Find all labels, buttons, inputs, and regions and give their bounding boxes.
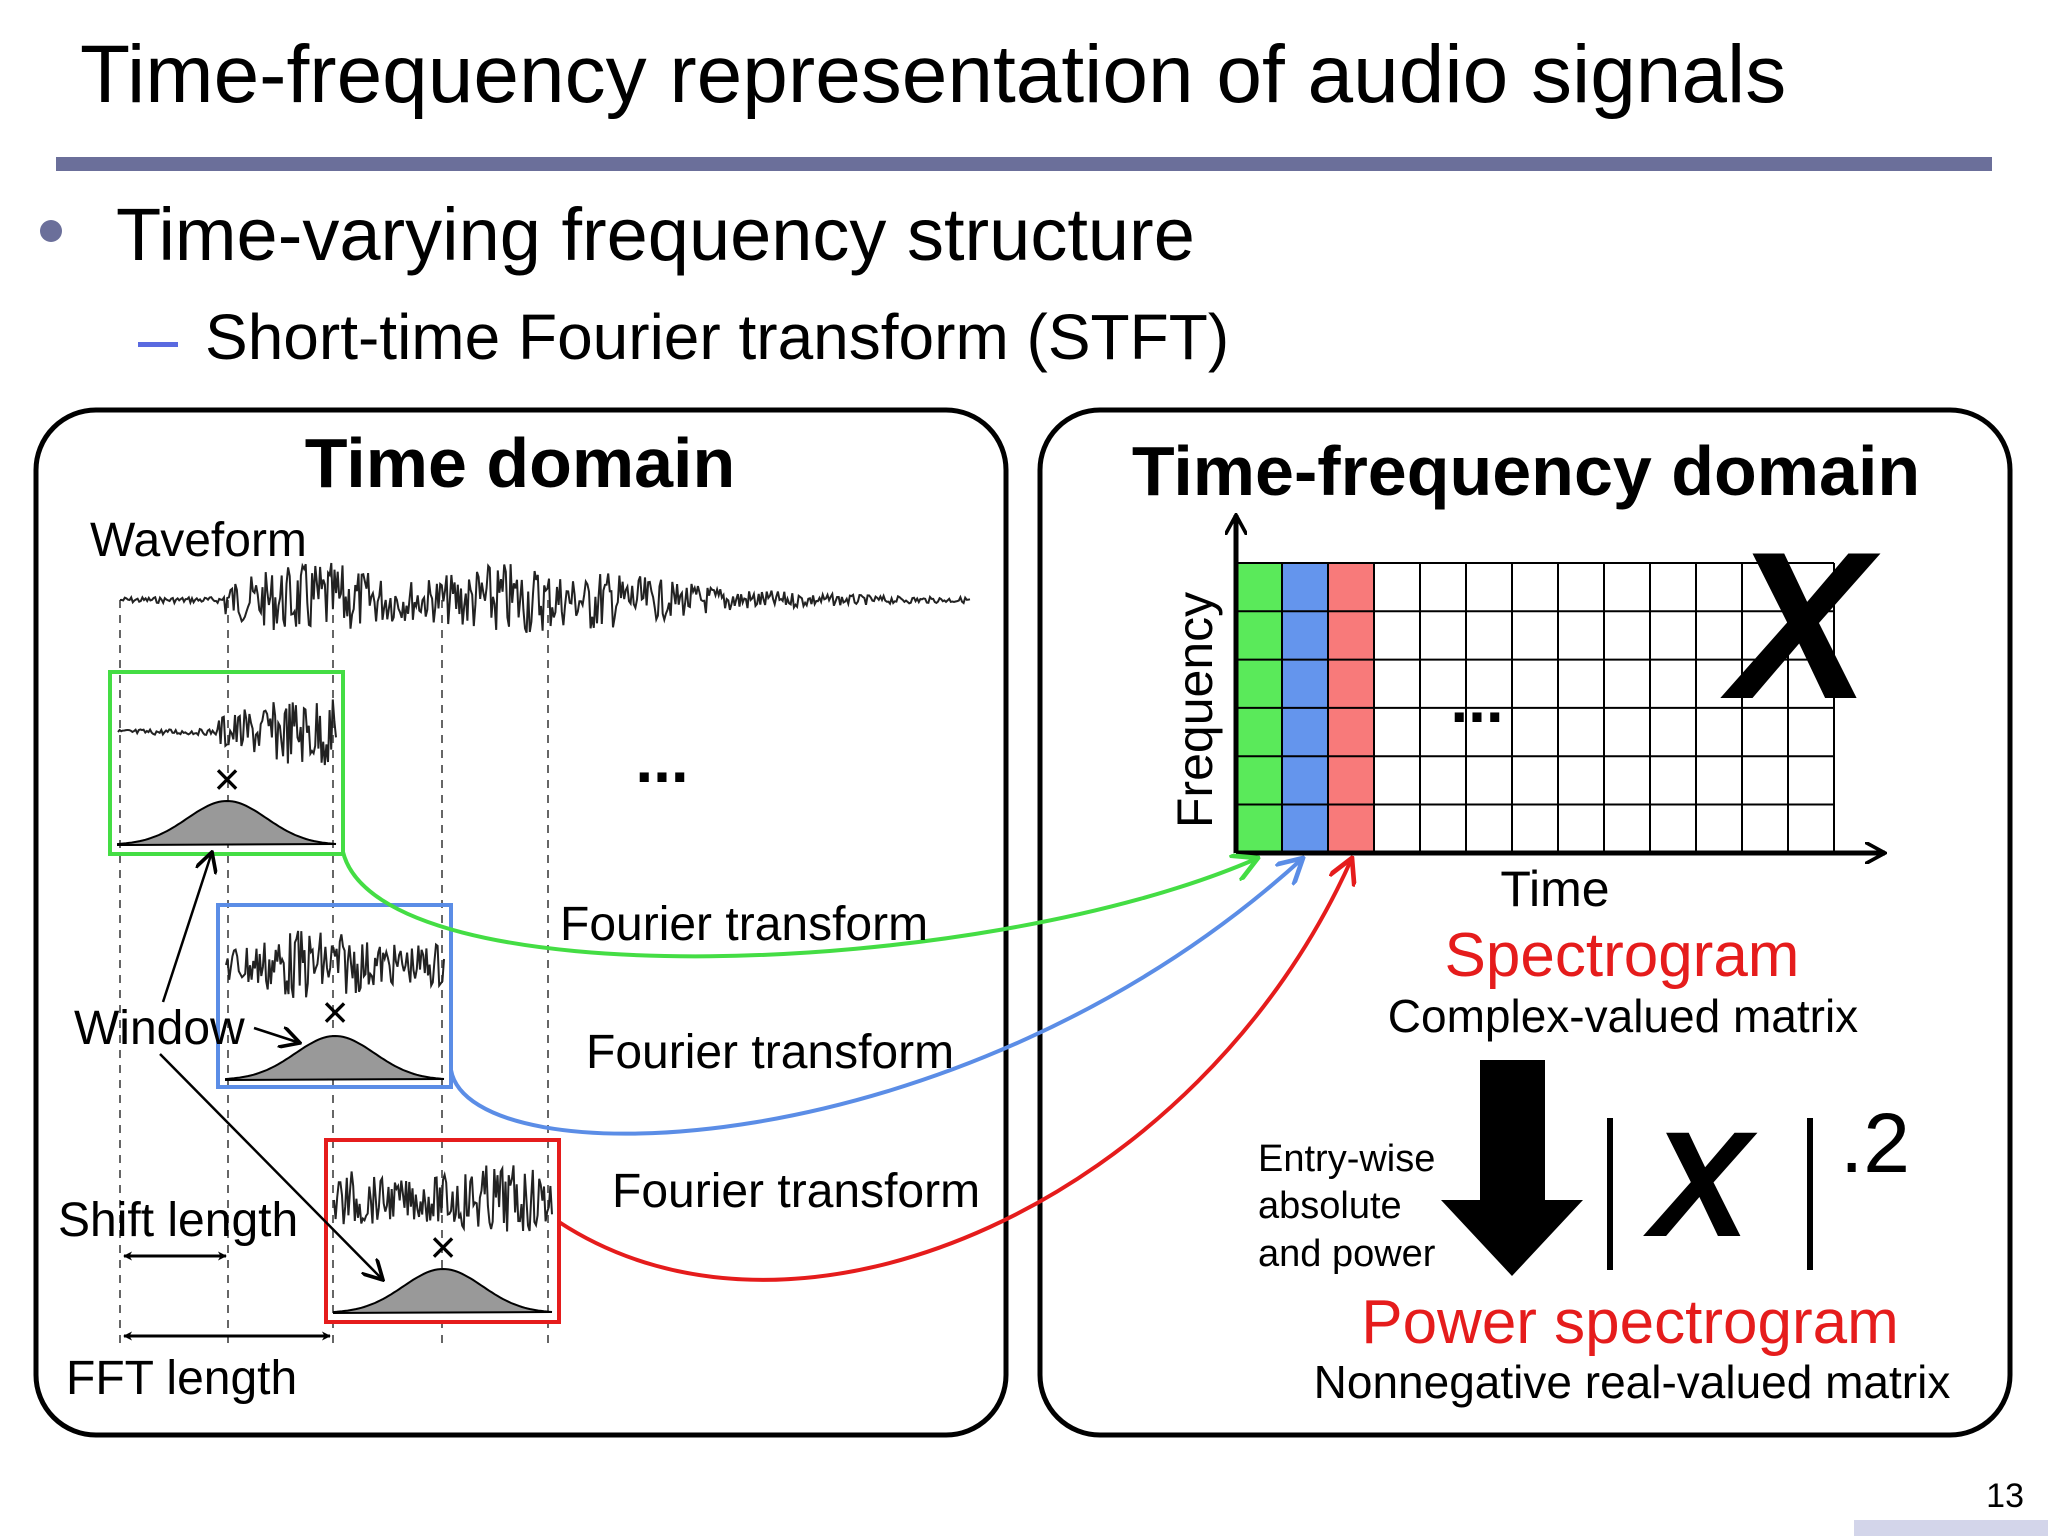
power-down-arrow	[1441, 1060, 1583, 1276]
corner-accent-bar	[1854, 1520, 2048, 1536]
bullet-text: Time-varying frequency structure	[116, 193, 1195, 276]
fft-length-label: FFT length	[66, 1352, 297, 1405]
fourier-label-3: Fourier transform	[612, 1165, 980, 1218]
power-exponent: .2	[1840, 1096, 1910, 1190]
spectrogram-label: Spectrogram	[1445, 921, 1800, 990]
operation-line-2: absolute	[1258, 1185, 1402, 1227]
waveform-label: Waveform	[90, 514, 307, 567]
frame-wave-red	[333, 1164, 553, 1232]
sub-bullet-text: Short-time Fourier transform (STFT)	[205, 301, 1230, 373]
fourier-arrow-green	[341, 851, 1258, 959]
frame-wave-blue	[225, 930, 445, 998]
frequency-axis-label: Frequency	[1167, 592, 1223, 828]
frame-window-red	[324, 1138, 561, 1324]
fourier-arrow-red	[557, 858, 1352, 1282]
window-bell-green	[117, 799, 337, 847]
multiply-symbol-blue: ×	[322, 986, 349, 1038]
waveform	[119, 562, 971, 634]
spectrogram-description: Complex-valued matrix	[1388, 990, 1858, 1042]
matrix-symbol: X	[1720, 508, 1881, 743]
power-spectrogram-description: Nonnegative real-valued matrix	[1314, 1356, 1951, 1408]
time-domain-heading: Time domain	[305, 424, 735, 502]
page-number: 13	[1986, 1477, 2024, 1515]
power-spectrogram-label: Power spectrogram	[1361, 1288, 1899, 1357]
window-bell-blue	[225, 1034, 445, 1082]
fourier-label-1: Fourier transform	[560, 898, 928, 951]
power-matrix-symbol: X	[1643, 1100, 1758, 1268]
time-axis-label: Time	[1500, 861, 1609, 917]
frame-wave-green	[117, 699, 337, 766]
tf-domain-heading: Time-frequency domain	[1132, 432, 1920, 510]
fourier-label-2: Fourier transform	[586, 1026, 954, 1079]
frame-window-green	[108, 670, 345, 856]
sub-bullet-dash	[138, 342, 178, 347]
window-bell-red	[333, 1267, 553, 1315]
tf-ellipsis: ...	[1450, 664, 1503, 736]
window-label: Window	[74, 1002, 245, 1055]
operation-line-3: and power	[1258, 1233, 1436, 1275]
title-rule	[56, 157, 1992, 171]
bullet-dot	[40, 220, 62, 242]
time-ellipsis: ...	[635, 724, 688, 796]
shift-length-label: Shift length	[58, 1194, 298, 1247]
multiply-symbol-green: ×	[214, 753, 241, 805]
frame-window-blue	[216, 903, 453, 1089]
multiply-symbol-red: ×	[430, 1221, 457, 1273]
time-domain-panel	[33, 407, 1009, 1438]
operation-line-1: Entry-wise	[1258, 1138, 1435, 1180]
slide-title: Time-frequency representation of audio s…	[80, 29, 1787, 120]
window-pointers	[159, 852, 383, 1280]
fourier-arrow-blue	[449, 858, 1303, 1136]
